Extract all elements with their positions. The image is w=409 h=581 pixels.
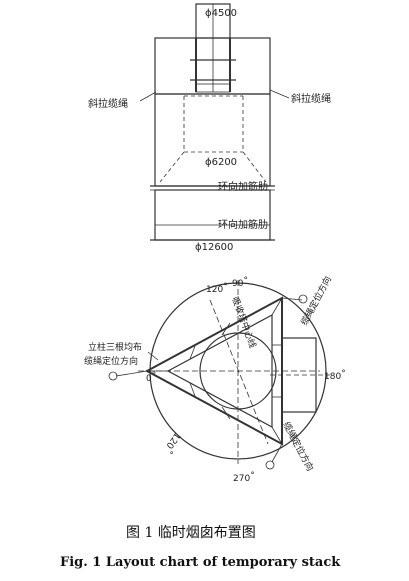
diam-base-label: ϕ12600 [195, 242, 233, 253]
angle-120-bottom-label: 120° [161, 430, 184, 455]
cable-left-label: 斜拉缆绳 [88, 97, 128, 110]
ring-rib-2-label: 环向加筋肋 [218, 218, 268, 231]
anchor-bottom [265, 460, 275, 470]
cable-right-label: 斜拉缆绳 [291, 92, 331, 105]
mid-body [154, 93, 271, 187]
angle-270-label: 270° [233, 471, 255, 484]
angle-0-label: 0° [146, 371, 156, 384]
anchor-topright [298, 294, 308, 304]
cable-dir-left-label: 缆绳定位方向 [84, 355, 138, 367]
angle-180-label: 180° [324, 369, 346, 382]
absorber-center-label: 吸收塔中心线 [229, 295, 259, 350]
lower-body [154, 189, 271, 241]
caption-cn: 图 1 临时烟囱布置图 [126, 525, 256, 541]
diam-top-label: ϕ4500 [205, 8, 237, 19]
ring-rib-1-label: 环向加筋肋 [218, 180, 268, 193]
anchor-left [108, 371, 118, 381]
diam-mid-label: ϕ6200 [205, 157, 237, 168]
column-frame-inner [166, 313, 273, 429]
cable-dir-topright-label: 缆绳定位方向 [298, 274, 334, 327]
upper-body [154, 37, 271, 95]
caption-en: Fig. 1 Layout chart of temporary stack [60, 555, 341, 570]
angle-120-top-label: 120° [206, 282, 228, 295]
columns-label: 立柱三根均布 [88, 341, 142, 353]
angle-90-label: 90° [232, 276, 248, 289]
plan-view: 90° 120° 0° 180° 270° 120° 吸收塔中心线 立柱三根均布… [84, 274, 346, 484]
cable-dir-bottom-label: 缆绳定位方向 [280, 420, 316, 473]
elevation-view: ϕ4500 ϕ6200 环向加筋肋 环向加筋肋 ϕ12600 斜拉缆绳 斜拉缆绳 [88, 3, 331, 253]
